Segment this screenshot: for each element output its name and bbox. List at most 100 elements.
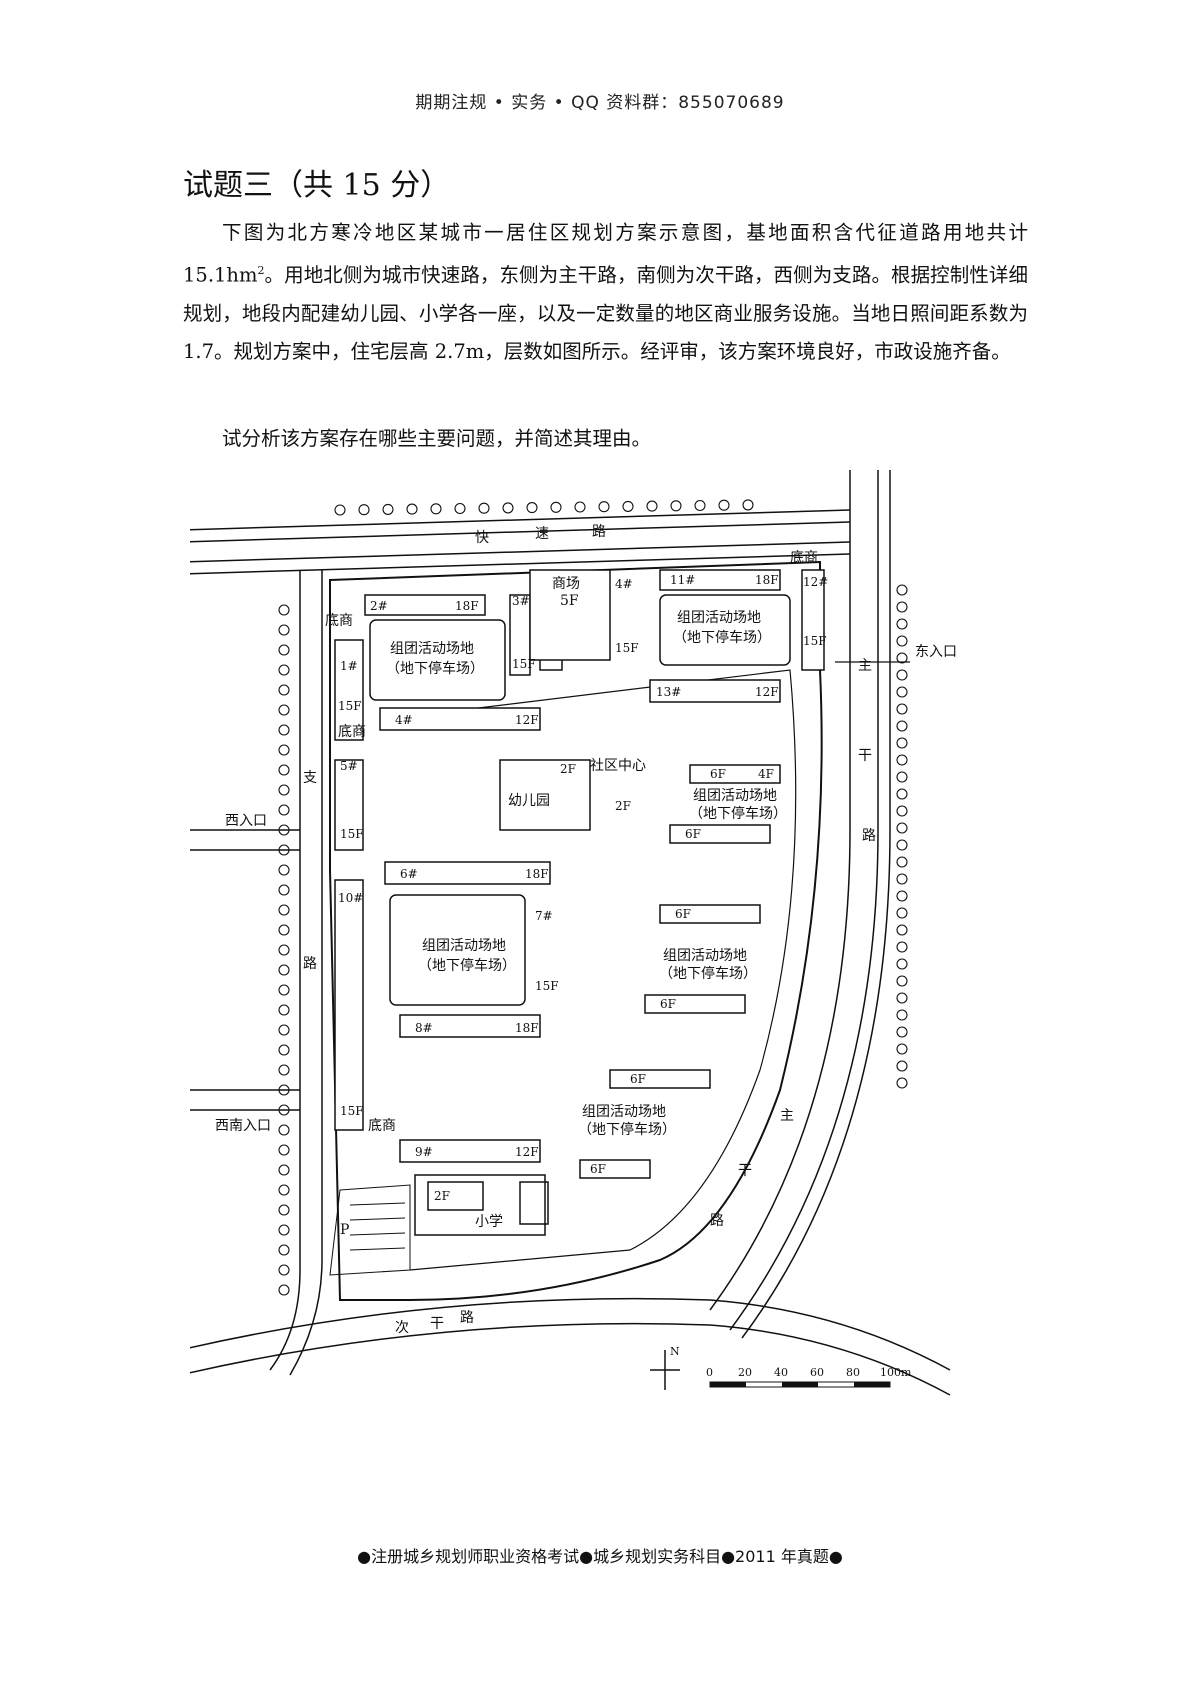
tree xyxy=(278,784,290,796)
tree xyxy=(278,664,290,676)
building-5-num: 5# xyxy=(340,759,358,773)
question-description: 下图为北方寒冷地区某城市一居住区规划方案示意图，基地面积含代征道路用地共计 15… xyxy=(183,214,1028,371)
east-building-c-floors: 6F xyxy=(685,827,701,841)
tree xyxy=(896,805,908,817)
tree xyxy=(278,804,290,816)
building-9-num: 9# xyxy=(415,1145,433,1159)
question-prompt: 试分析该方案存在哪些主要问题，并简述其理由。 xyxy=(222,427,652,450)
tree xyxy=(278,1064,290,1076)
scale-80: 80 xyxy=(846,1366,860,1379)
building-3-floors: 15F xyxy=(512,657,536,671)
scale-40: 40 xyxy=(774,1366,788,1379)
building-8-floors: 18F xyxy=(515,1021,539,1035)
mall-floors: 5F xyxy=(560,593,579,609)
building-6-floors: 18F xyxy=(525,867,549,881)
tree xyxy=(896,618,908,630)
tree xyxy=(334,504,346,516)
kindergarten-label: 幼儿园 xyxy=(508,793,550,809)
tree xyxy=(896,754,908,766)
tree xyxy=(278,884,290,896)
building-2-num: 2# xyxy=(370,599,388,613)
road-label-expressway-1: 快 xyxy=(475,530,489,546)
shop-label-w: 底商 xyxy=(338,724,366,740)
scale-20: 20 xyxy=(738,1366,752,1379)
parking-label: P xyxy=(340,1222,349,1238)
tree xyxy=(896,975,908,987)
activity-area-5-line1: 组团活动场地 xyxy=(663,948,747,964)
question-title: 试题三（共 15 分） xyxy=(183,168,451,203)
tree xyxy=(896,686,908,698)
activity-area-2-line2: （地下停车场） xyxy=(673,629,771,646)
activity-areas xyxy=(369,594,791,1006)
building-4-floors: 12F xyxy=(515,713,539,727)
building-12-num: 12# xyxy=(803,575,828,589)
tree xyxy=(896,907,908,919)
tree xyxy=(430,503,442,515)
tree xyxy=(406,503,418,515)
shop-label-ne: 底商 xyxy=(790,550,818,566)
building-7-floors: 15F xyxy=(535,979,559,993)
tree xyxy=(896,652,908,664)
tree xyxy=(896,737,908,749)
tree xyxy=(278,1144,290,1156)
tree xyxy=(896,1060,908,1072)
tree xyxy=(550,501,562,513)
tree xyxy=(278,1044,290,1056)
building-9-floors: 12F xyxy=(515,1145,539,1159)
tree xyxy=(896,941,908,953)
tree xyxy=(896,1026,908,1038)
building-5-floors: 15F xyxy=(340,827,364,841)
school-block xyxy=(414,1174,549,1236)
tree xyxy=(278,1184,290,1196)
tree xyxy=(278,704,290,716)
scale-0: 0 xyxy=(706,1366,713,1379)
tree xyxy=(278,944,290,956)
tree xyxy=(382,503,394,515)
tree xyxy=(896,873,908,885)
community-center-label: 社区中心 xyxy=(590,758,646,774)
tree xyxy=(358,504,370,516)
building-8-num: 8# xyxy=(415,1021,433,1035)
road-label-arterial-4: 主 xyxy=(780,1108,794,1124)
kindergarten-floors: 2F xyxy=(560,762,576,776)
branch-road xyxy=(190,570,323,1376)
east-small-buildings xyxy=(579,764,781,1179)
tree xyxy=(742,499,754,511)
tree xyxy=(454,502,466,515)
mall-building xyxy=(529,569,611,661)
tree xyxy=(896,958,908,970)
tree xyxy=(896,856,908,868)
building-2-floors: 18F xyxy=(455,599,479,613)
tree xyxy=(278,984,290,996)
tree xyxy=(278,1124,290,1136)
building-12-floors: 15F xyxy=(803,634,827,648)
road-label-arterial-3: 路 xyxy=(862,828,876,844)
tree xyxy=(694,499,706,512)
school-floors: 2F xyxy=(434,1189,450,1203)
tree xyxy=(526,502,538,514)
tree xyxy=(896,669,908,681)
tree xyxy=(896,635,908,647)
tree xyxy=(896,584,908,596)
tree xyxy=(896,601,908,613)
shop-label-sw: 底商 xyxy=(368,1118,396,1134)
tree xyxy=(278,604,290,616)
tree xyxy=(278,904,290,916)
scale-100: 100m xyxy=(880,1366,912,1379)
east-building-f-floors: 6F xyxy=(630,1072,646,1086)
scale-60: 60 xyxy=(810,1366,824,1379)
tree xyxy=(278,1264,290,1276)
southwest-entrance-label: 西南入口 xyxy=(215,1118,271,1134)
tree xyxy=(278,644,290,656)
activity-area-3-line2: （地下停车场） xyxy=(689,805,787,822)
tree xyxy=(646,500,658,512)
tree xyxy=(278,1284,290,1296)
tree xyxy=(670,500,682,512)
tree xyxy=(718,499,730,511)
road-label-expressway-2: 速 xyxy=(535,526,549,542)
building-11-floors: 18F xyxy=(755,573,779,587)
tree xyxy=(278,744,290,756)
activity-area-6-line2: （地下停车场） xyxy=(578,1121,676,1138)
tree xyxy=(278,864,290,876)
road-label-arterial-2: 干 xyxy=(858,748,872,764)
